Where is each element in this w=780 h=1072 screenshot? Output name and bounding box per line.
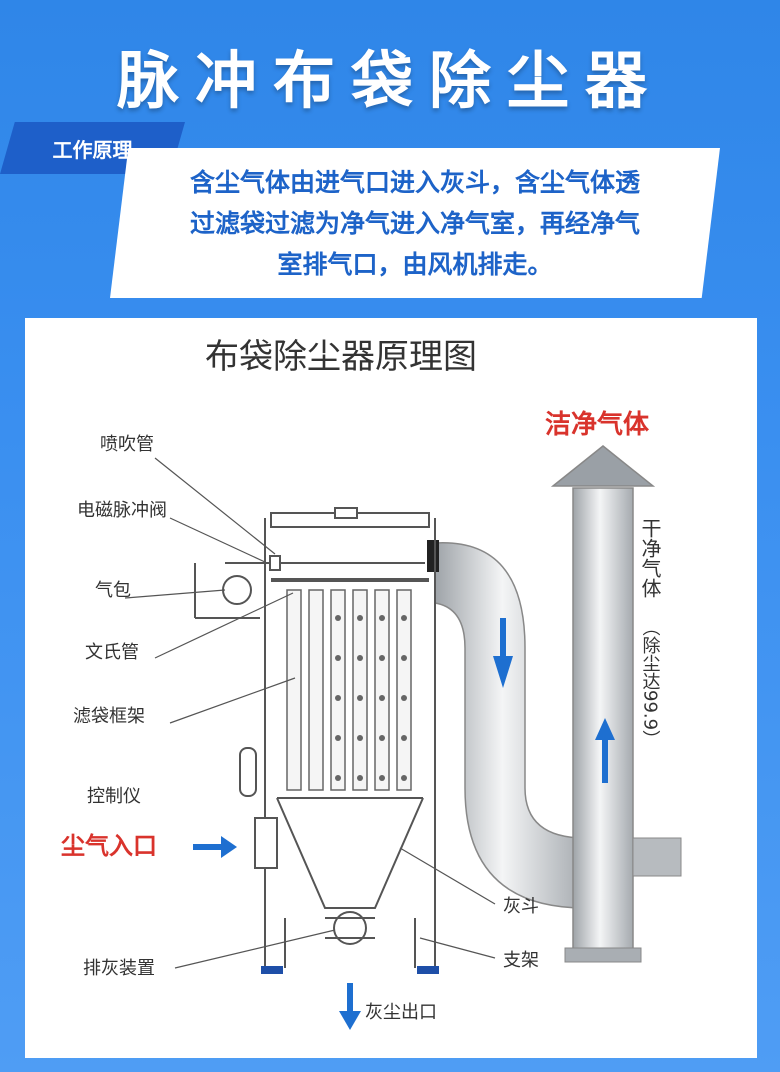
description-box: 含尘气体由进气口进入灰斗，含尘气体透 过滤袋过滤为净气进入净气室，再经净气 室排…: [110, 148, 720, 298]
label-discharge-device: 排灰装置: [83, 958, 155, 979]
label-blow-pipe: 喷吹管: [100, 434, 154, 455]
diagram-panel: 布袋除尘器原理图: [25, 318, 757, 1058]
leader-lines: [124, 457, 496, 969]
label-solenoid-valve: 电磁脉冲阀: [77, 500, 167, 521]
description-line: 室排气口，由风机排走。: [277, 250, 553, 279]
up-arrow-icon: [595, 718, 615, 783]
label-clean-gas: 洁净气体: [545, 409, 650, 440]
label-dust-outlet: 灰尘出口: [365, 1002, 437, 1023]
diagram-title: 布袋除尘器原理图: [205, 337, 477, 377]
filter-bags: [286, 589, 412, 791]
exhaust-stack: [550, 445, 682, 963]
pulse-system: [194, 555, 425, 797]
label-efficiency: （除尘达99.9）: [640, 618, 661, 748]
label-controller: 控制仪: [87, 786, 141, 807]
inlet-arrow-icon: [193, 836, 237, 858]
label-hopper: 灰斗: [503, 896, 539, 917]
label-support: 支架: [503, 950, 539, 971]
outlet-duct: [427, 540, 586, 909]
outlet-arrow-icon: [339, 983, 361, 1030]
label-venturi: 文氏管: [85, 642, 139, 663]
dust-collector-diagram: 布袋除尘器原理图: [61, 337, 682, 1030]
description-line: 含尘气体由进气口进入灰斗，含尘气体透: [189, 168, 640, 197]
description-line: 过滤袋过滤为净气进入净气室，再经净气: [189, 209, 640, 238]
label-dry-clean-gas: 干净气体: [638, 518, 662, 598]
label-air-bag: 气包: [95, 580, 131, 601]
bag-markers: [335, 615, 407, 781]
discharge-valve-icon: [325, 911, 375, 945]
page-title: 脉冲布袋除尘器: [116, 44, 663, 117]
label-bag-frame: 滤袋框架: [73, 706, 145, 727]
filter-housing: [254, 507, 439, 974]
down-arrow-icon: [493, 618, 513, 688]
label-dust-inlet: 尘气入口: [61, 832, 157, 860]
